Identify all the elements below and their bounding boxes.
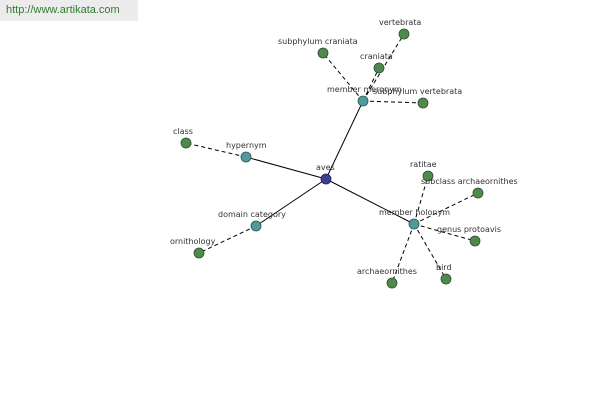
node-label-bird: bird [436, 263, 452, 272]
node-subclass-archaeornithes[interactable]: subclass archaeornithes [421, 177, 518, 199]
node-aves[interactable]: aves [316, 163, 335, 185]
node-subphylum-craniata[interactable]: subphylum craniata [278, 37, 358, 59]
node-marker-subclass-archaeornithes[interactable] [472, 187, 484, 199]
node-member-meronym[interactable]: member meronym [327, 85, 402, 107]
node-vertebrata[interactable]: vertebrata [379, 18, 421, 40]
edge-hypernym-to-class [185, 142, 247, 158]
node-marker-bird[interactable] [440, 273, 452, 285]
node-label-genus-protoavis: genus protoavis [437, 225, 501, 234]
node-craniata[interactable]: craniata [360, 52, 393, 74]
nodes-layer: aves hypernym member meronym member holonym… [170, 18, 518, 289]
edge-aves-to-member-meronym [325, 100, 364, 180]
node-ratitae[interactable]: ratitae [410, 160, 437, 182]
node-label-subclass-archaeornithes: subclass archaeornithes [421, 177, 518, 186]
node-label-subphylum-vertebrata: subphylum vertebrata [373, 87, 462, 96]
node-marker-subphylum-craniata[interactable] [317, 47, 329, 59]
node-label-domain-category: domain category [218, 210, 286, 219]
node-ornithology[interactable]: ornithology [170, 237, 216, 259]
node-label-class: class [173, 127, 193, 136]
node-hypernym[interactable]: hypernym [226, 141, 267, 163]
source-url[interactable]: http://www.artikata.com [0, 0, 138, 21]
node-label-ornithology: ornithology [170, 237, 216, 246]
node-label-ratitae: ratitae [410, 160, 437, 169]
node-label-archaeornithes: archaeornithes [357, 267, 417, 276]
edge-member-holonym-to-bird [413, 223, 447, 280]
edge-member-meronym-to-vertebrata [362, 33, 405, 102]
node-label-craniata: craniata [360, 52, 393, 61]
node-marker-hypernym[interactable] [240, 151, 252, 163]
edge-member-meronym-to-craniata [362, 67, 380, 102]
node-marker-genus-protoavis[interactable] [469, 235, 481, 247]
node-class[interactable]: class [173, 127, 193, 149]
node-marker-subphylum-vertebrata[interactable] [417, 97, 429, 109]
edge-member-holonym-to-genus-protoavis [413, 223, 476, 242]
edge-aves-to-member-holonym [325, 178, 415, 225]
node-subphylum-vertebrata[interactable]: subphylum vertebrata [373, 87, 462, 109]
edge-aves-to-hypernym [245, 156, 327, 180]
node-archaeornithes[interactable]: archaeornithes [357, 267, 417, 289]
node-genus-protoavis[interactable]: genus protoavis [437, 225, 501, 247]
node-label-vertebrata: vertebrata [379, 18, 421, 27]
edge-member-holonym-to-archaeornithes [391, 223, 415, 284]
node-marker-class[interactable] [180, 137, 192, 149]
node-label-subphylum-craniata: subphylum craniata [278, 37, 358, 46]
edge-member-holonym-to-ratitae [413, 175, 429, 225]
node-marker-aves[interactable] [320, 173, 332, 185]
edges-layer [185, 33, 479, 284]
node-domain-category[interactable]: domain category [218, 210, 286, 232]
node-label-hypernym: hypernym [226, 141, 267, 150]
edge-domain-category-to-ornithology [198, 225, 257, 254]
node-marker-ornithology[interactable] [193, 247, 205, 259]
node-label-member-meronym: member meronym [327, 85, 402, 94]
node-label-aves: aves [316, 163, 335, 172]
node-marker-archaeornithes[interactable] [386, 277, 398, 289]
node-label-member-holonym: member holonym [379, 208, 450, 217]
node-marker-vertebrata[interactable] [398, 28, 410, 40]
node-marker-member-meronym[interactable] [357, 95, 369, 107]
edge-member-holonym-to-subclass-archaeornithes [413, 192, 479, 225]
node-marker-member-holonym[interactable] [408, 218, 420, 230]
edge-aves-to-domain-category [255, 178, 327, 227]
edge-member-meronym-to-subphylum-craniata [322, 52, 364, 102]
node-bird[interactable]: bird [436, 263, 452, 285]
node-marker-ratitae[interactable] [422, 170, 434, 182]
node-marker-domain-category[interactable] [250, 220, 262, 232]
edge-member-meronym-to-subphylum-vertebrata [362, 100, 424, 104]
node-marker-craniata[interactable] [373, 62, 385, 74]
node-member-holonym[interactable]: member holonym [379, 208, 450, 230]
